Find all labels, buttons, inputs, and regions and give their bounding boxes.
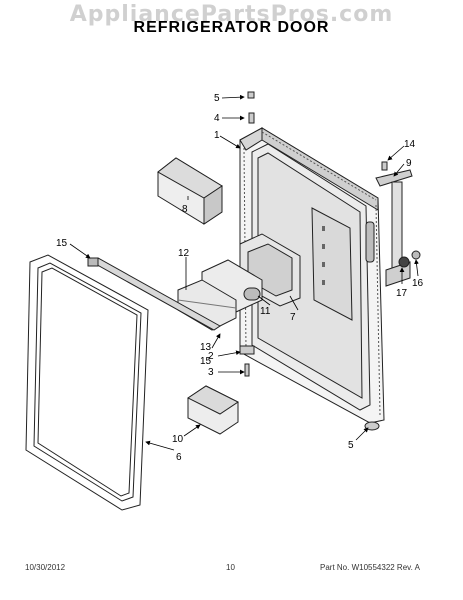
footer-part-number: Part No. W10554322 Rev. A	[320, 563, 420, 572]
door-panel	[239, 127, 385, 424]
callout-2: 2	[208, 351, 214, 362]
callout-13: 13	[200, 342, 212, 353]
callout-8: 8	[182, 204, 188, 215]
door-hinge	[375, 169, 421, 287]
callout-3: 3	[208, 367, 214, 378]
callout-1: 1	[214, 130, 220, 141]
footer-page-number: 10	[226, 563, 235, 572]
callout-16: 16	[412, 278, 424, 289]
page-title: REFRIGERATOR DOOR	[133, 19, 330, 36]
watermark: AppliancePartsPros.com	[69, 2, 394, 27]
callout-17: 17	[396, 288, 408, 299]
trim-strip	[87, 257, 221, 331]
callout-5-bottom: 5	[348, 440, 354, 451]
callout-14: 14	[404, 139, 416, 150]
callout-6: 6	[176, 452, 182, 463]
door-gasket	[25, 254, 149, 511]
callout-4: 4	[214, 113, 220, 124]
callout-15-bottom: 15	[200, 356, 212, 367]
callout-10: 10	[172, 434, 184, 445]
leader-lines	[69, 94, 419, 451]
callout-12: 12	[178, 248, 190, 259]
upper-door-bin	[157, 157, 223, 225]
dispenser-bracket	[201, 233, 301, 313]
callout-15-top: 15	[56, 238, 68, 249]
callout-7: 7	[290, 312, 296, 323]
callout-9: 9	[406, 158, 412, 169]
callout-11: 11	[260, 306, 271, 317]
callout-5-top: 5	[214, 93, 220, 104]
lower-door-bin	[187, 385, 239, 435]
footer-date: 10/30/2012	[25, 563, 66, 572]
